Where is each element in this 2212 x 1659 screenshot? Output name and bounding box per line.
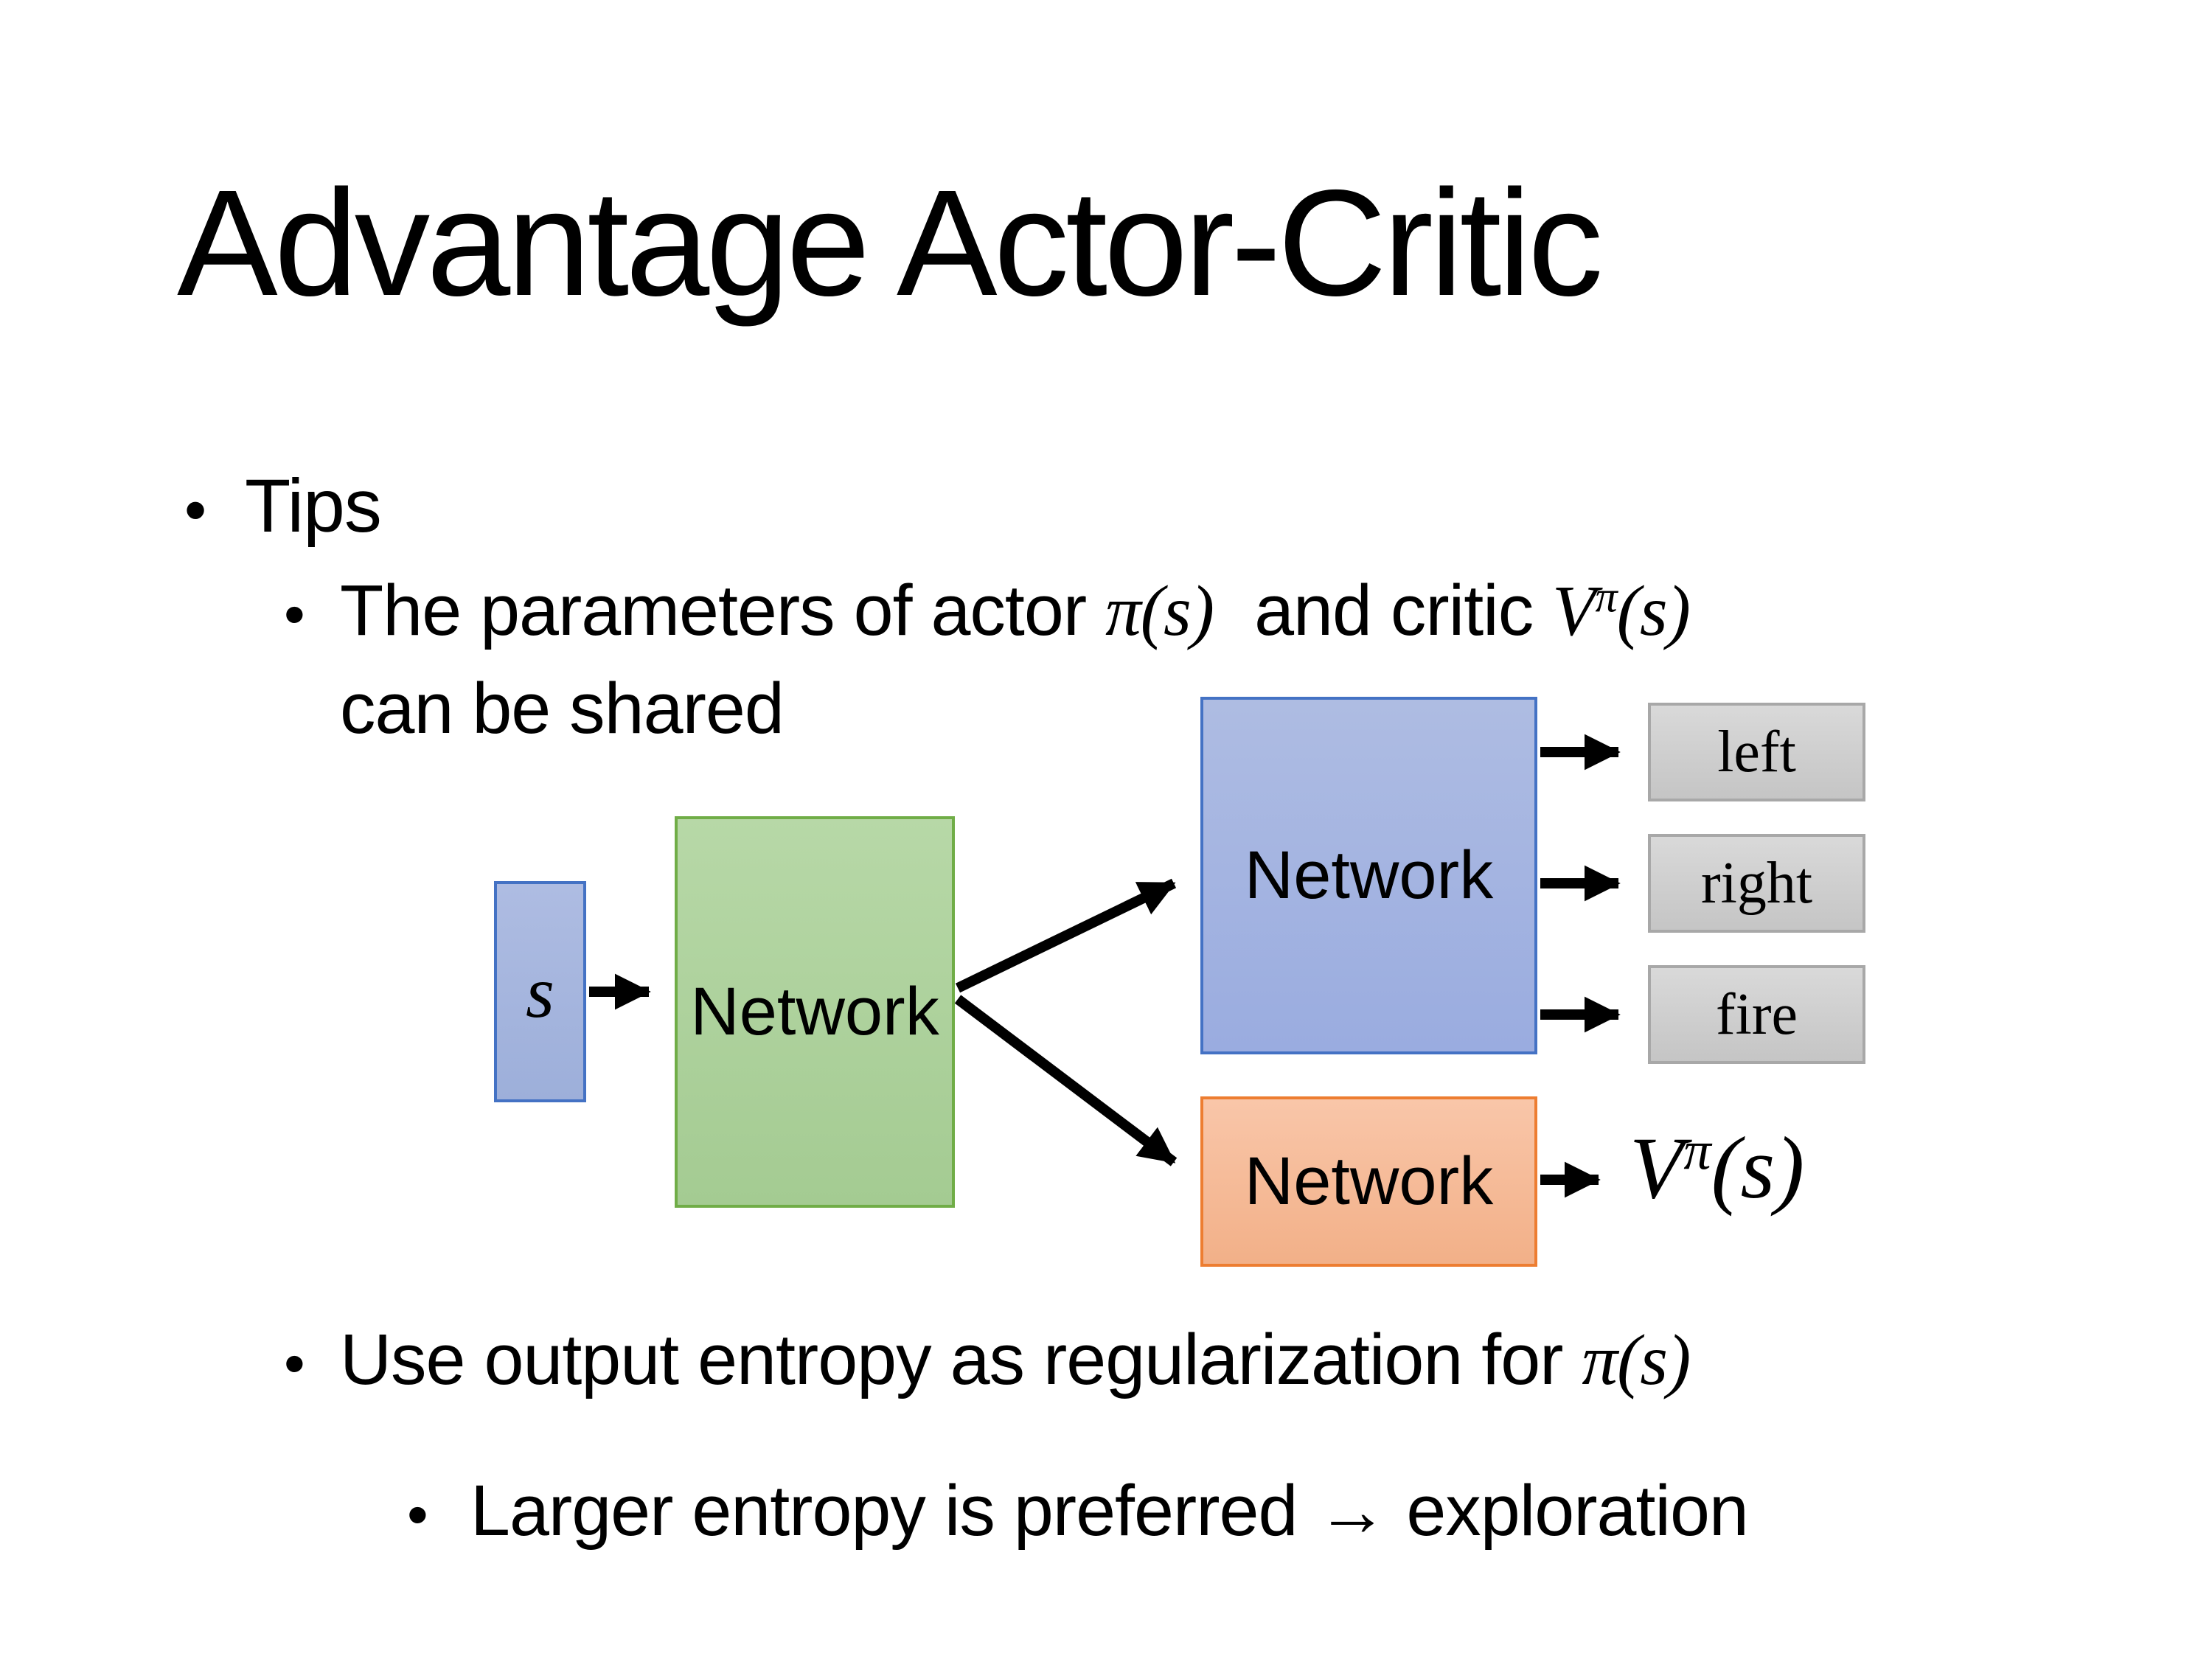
math-V-sup-pi: π bbox=[1595, 572, 1617, 622]
input-state-box: s bbox=[494, 881, 586, 1102]
bullet-tips: • Tips bbox=[184, 463, 382, 549]
math-pi-s: π(s) bbox=[1582, 1321, 1691, 1399]
math-V-sup-pi: π bbox=[1683, 1121, 1711, 1182]
critic-network-box: Network bbox=[1200, 1096, 1537, 1267]
math-V-args: (s) bbox=[1711, 1119, 1805, 1217]
math-V: V bbox=[1630, 1119, 1684, 1217]
bullet-dot: • bbox=[284, 1330, 305, 1397]
critic-network-label: Network bbox=[1244, 1144, 1494, 1219]
shared-network-box: Network bbox=[675, 816, 955, 1208]
action-output-right-label: right bbox=[1700, 850, 1813, 916]
actor-network-label: Network bbox=[1244, 838, 1494, 913]
arrow-shared-to-critic bbox=[954, 995, 1178, 1166]
action-output-right: right bbox=[1648, 834, 1865, 933]
action-output-fire: fire bbox=[1648, 965, 1865, 1064]
bullet-dot: • bbox=[407, 1481, 428, 1548]
text-run: The parameters of actor bbox=[340, 570, 1106, 650]
action-output-fire-label: fire bbox=[1715, 981, 1798, 1047]
math-V-args: (s) bbox=[1616, 571, 1691, 650]
math-V: V bbox=[1552, 571, 1596, 650]
input-state-label: s bbox=[526, 950, 554, 1033]
value-output-label: Vπ(s) bbox=[1630, 1117, 1804, 1219]
text-run: Use output entropy as regularization for bbox=[340, 1319, 1582, 1399]
bullet-shared-params: • The parameters of actor π(s) and criti… bbox=[284, 569, 1691, 652]
bullet-dot: • bbox=[284, 581, 305, 648]
bullet-tips-label: Tips bbox=[245, 464, 382, 548]
shared-network-label: Network bbox=[690, 974, 939, 1049]
action-output-left-label: left bbox=[1717, 719, 1796, 785]
page-title: Advantage Actor-Critic bbox=[177, 159, 1603, 327]
bullet-entropy-reg: • Use output entropy as regularization f… bbox=[284, 1318, 1691, 1401]
bullet-shared-params-line2: can be shared bbox=[340, 668, 785, 748]
arrow-shared-to-actor bbox=[955, 878, 1177, 993]
bullet-dot: • bbox=[184, 475, 206, 546]
bullet-entropy-reg-text: Use output entropy as regularization for… bbox=[340, 1318, 1691, 1401]
actor-network-box: Network bbox=[1200, 697, 1537, 1054]
action-output-left: left bbox=[1648, 703, 1865, 801]
text-run: and critic bbox=[1235, 570, 1553, 650]
bullet-exploration-label: Larger entropy is preferred → exploratio… bbox=[470, 1470, 1749, 1551]
bullet-exploration: • Larger entropy is preferred → explorat… bbox=[407, 1470, 1749, 1552]
math-pi-s: π(s) bbox=[1105, 571, 1214, 650]
bullet-shared-params-text: The parameters of actor π(s) and critic … bbox=[340, 569, 1691, 652]
